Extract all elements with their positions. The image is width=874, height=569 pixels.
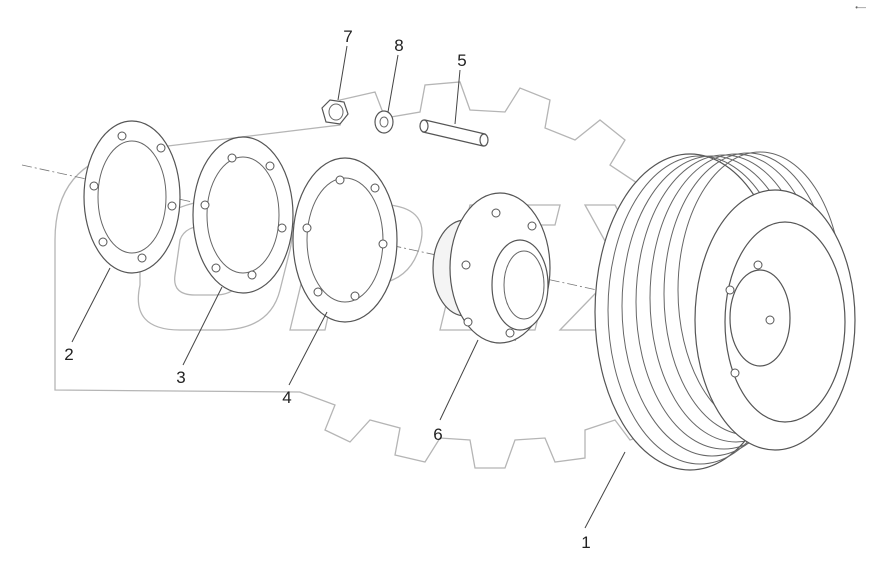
leader-lines — [71, 45, 626, 529]
bolt-hole — [335, 175, 345, 185]
hub — [432, 192, 551, 344]
bolt-hole — [378, 239, 388, 249]
bolt-hole — [277, 223, 287, 233]
bolt-hole — [156, 143, 166, 153]
callout-part-3: 3 — [176, 368, 185, 387]
bolt-hole — [89, 181, 99, 191]
bolt-hole — [370, 183, 380, 193]
gasket-3 — [192, 136, 294, 294]
bolt-hole — [98, 237, 108, 247]
bolt-hole — [753, 260, 763, 270]
bolt-hole — [167, 201, 177, 211]
bolt-hole — [350, 291, 360, 301]
bolt-hole — [463, 317, 473, 327]
bolt-hole — [505, 328, 515, 338]
callout-part-6: 6 — [433, 425, 442, 444]
callout-part-8: 8 — [394, 36, 403, 55]
callout-part-5: 5 — [457, 51, 466, 70]
pulley — [594, 151, 856, 471]
bolt-hole — [117, 131, 127, 141]
callout-part-2: 2 — [64, 345, 73, 364]
bolt-hole — [313, 287, 323, 297]
bolt-hole — [491, 208, 501, 218]
bolt-hole — [247, 270, 257, 280]
washer — [374, 110, 394, 134]
bolt-hole — [461, 260, 471, 270]
stud-bolt — [419, 119, 489, 147]
corner-mark: •— — [855, 3, 866, 12]
bolt-hole — [730, 368, 740, 378]
bolt-hole — [211, 263, 221, 273]
callout-part-1: 1 — [581, 533, 590, 552]
bolt-hole — [765, 315, 775, 325]
bolt-hole — [527, 221, 537, 231]
bolt-hole — [200, 200, 210, 210]
bolt-hole — [265, 161, 275, 171]
bolt-hole — [302, 223, 312, 233]
gasket-4 — [292, 157, 398, 323]
bolt-hole — [227, 153, 237, 163]
flange-plate-2 — [83, 120, 181, 274]
callout-part-4: 4 — [282, 388, 291, 407]
nut — [321, 99, 349, 125]
callout-part-7: 7 — [343, 27, 352, 46]
bolt-hole — [725, 285, 735, 295]
bolt-hole — [137, 253, 147, 263]
